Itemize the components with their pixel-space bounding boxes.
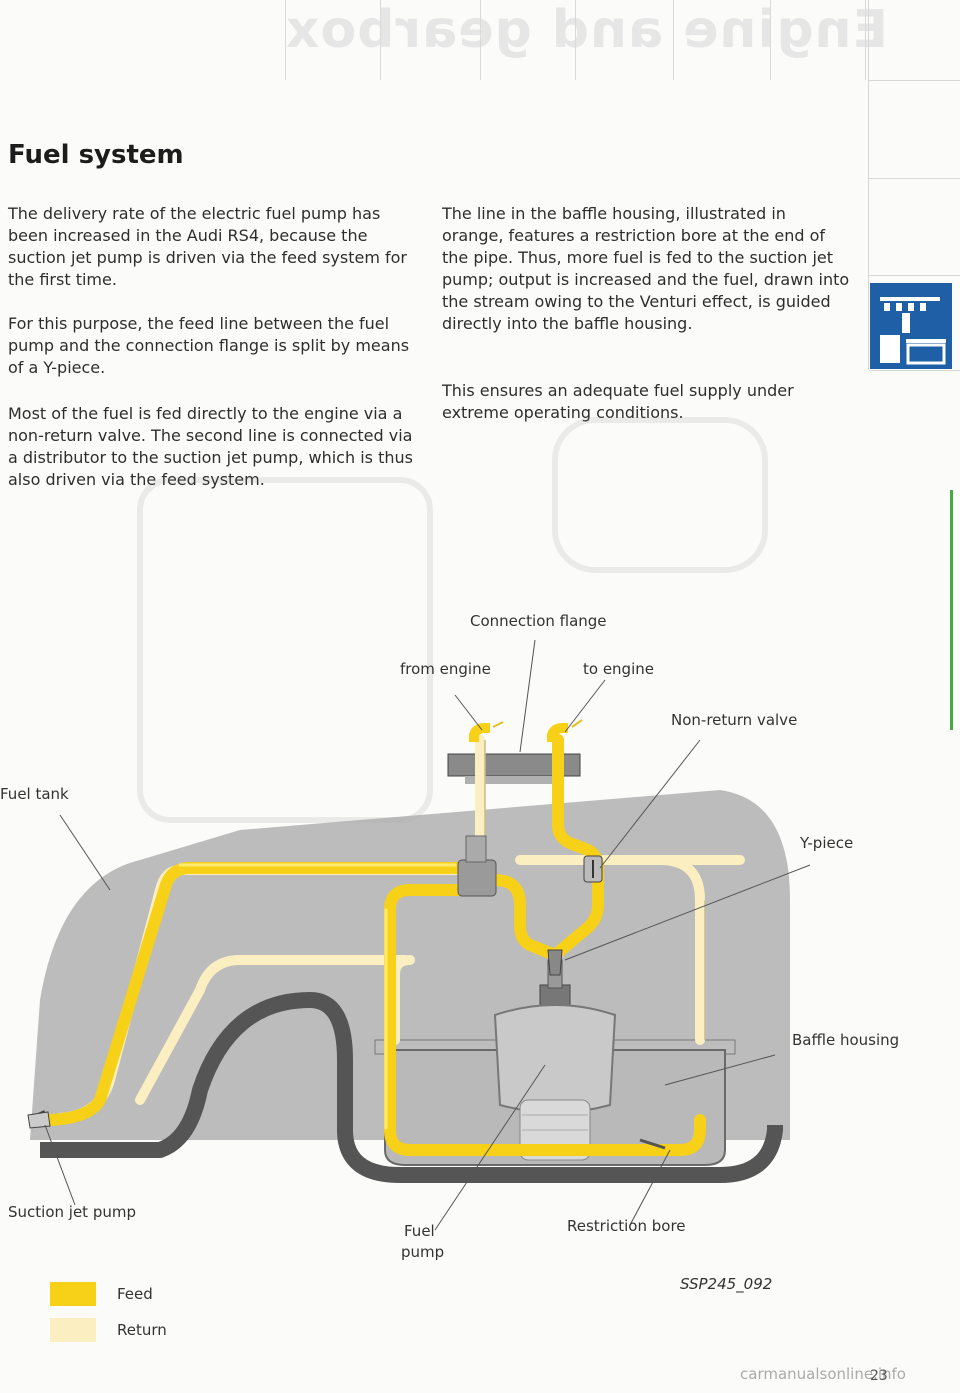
- tank-wall: [40, 992, 783, 1183]
- right-paragraph-2: This ensures an adequate fuel supply und…: [442, 381, 794, 422]
- leader-lines: [44, 639, 811, 1231]
- legend-return-swatch: [50, 1318, 96, 1342]
- label-fuel-tank: Fuel tank: [0, 785, 69, 803]
- section-title: Fuel system: [8, 140, 184, 170]
- label-fuel-pump-line1: Fuel: [404, 1222, 435, 1240]
- label-from-engine: from engine: [400, 660, 491, 678]
- label-to-engine: to engine: [583, 660, 654, 678]
- figure-reference: SSP245_092: [680, 1275, 773, 1293]
- suction-jet-pump: [27, 1111, 51, 1129]
- left-paragraph-3: Most of the fuel is fed directly to the …: [8, 404, 413, 489]
- label-baffle-housing: Baffle housing: [792, 1031, 900, 1049]
- label-suction-jet-pump: Suction jet pump: [8, 1203, 136, 1221]
- feed-line-highlight: [178, 863, 457, 1130]
- legend-feed-label: Feed: [117, 1285, 153, 1303]
- label-non-return-valve: Non-return valve: [671, 711, 798, 729]
- left-paragraph-2: For this purpose, the feed line between …: [8, 314, 410, 377]
- engine-gearbox-section-icon[interactable]: [870, 283, 952, 369]
- legend-return-label: Return: [117, 1321, 167, 1339]
- background-ghost-illustration: [137, 417, 768, 823]
- page-number: 23: [870, 1368, 888, 1384]
- label-y-piece: Y-piece: [800, 834, 854, 852]
- distributor: [457, 859, 497, 897]
- left-paragraph-1: The delivery rate of the electric fuel p…: [8, 204, 408, 289]
- right-paragraph-1: The line in the baffle housing, illustra…: [442, 204, 850, 333]
- y-piece: [547, 949, 563, 976]
- edge-marker: [950, 490, 953, 730]
- label-connection-flange: Connection flange: [470, 612, 607, 630]
- legend-feed-swatch: [50, 1282, 96, 1306]
- label-restriction-bore: Restriction bore: [567, 1217, 686, 1235]
- watermark: carmanualsonline.info: [740, 1365, 906, 1383]
- label-fuel-pump-line2: pump: [401, 1243, 445, 1261]
- right-rail: [868, 0, 960, 371]
- header-grid: [285, 0, 866, 80]
